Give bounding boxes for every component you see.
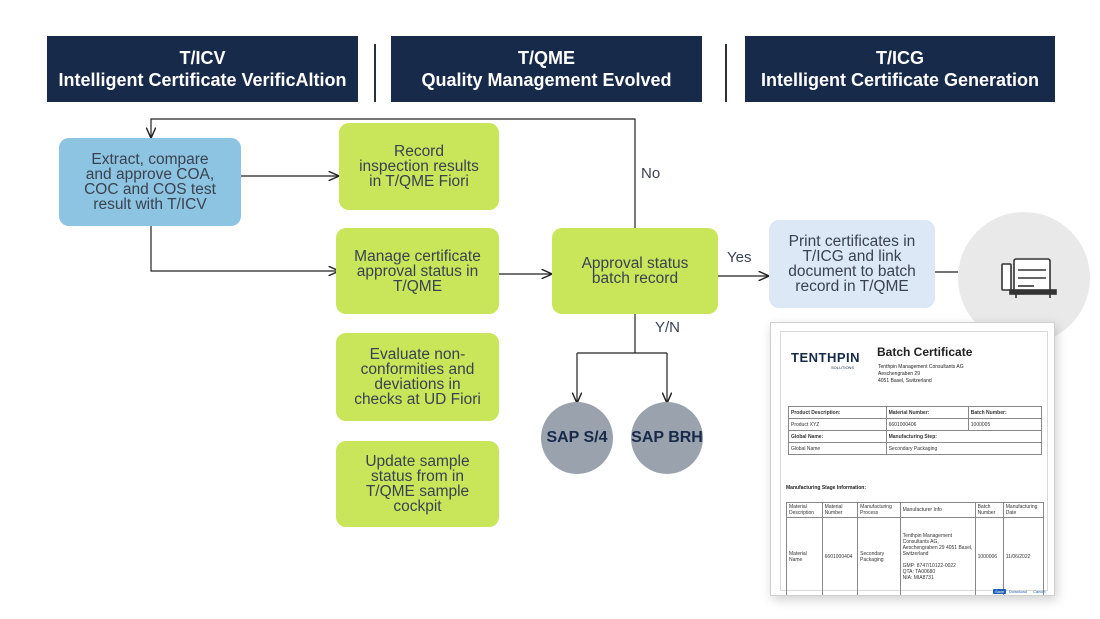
table-cell: Product Description:: [788, 406, 887, 419]
table-cell: Secondary Packaging: [857, 517, 901, 595]
certificate-product-table: Product Description: Material Number: Ba…: [788, 406, 1043, 455]
header-tqme-code: T/QME: [518, 48, 575, 68]
target-sap-brh: SAP BRH: [631, 402, 703, 474]
table-cell: Product XYZ: [788, 418, 887, 431]
step-evaluate-nonconformities: Evaluate non- conformities and deviation…: [336, 333, 499, 421]
table-header-cell: Material Number: [821, 502, 859, 518]
step-extract-compare-approve: Extract, compare and approve COA, COC an…: [59, 138, 241, 226]
header-ticg-code: T/ICG: [876, 48, 924, 68]
table-cell: Tenthpin Management Consultants AG, Aesc…: [899, 517, 976, 595]
printer-icon: [1001, 258, 1057, 298]
certificate-page: TENTHPIN SOLUTIONS Batch Certificate Ten…: [780, 331, 1048, 595]
target-sap-s4: SAP S/4: [541, 402, 613, 474]
header-tqme-name: Quality Management Evolved: [421, 70, 672, 90]
edge-label-yes: Yes: [727, 249, 752, 266]
step-update-sample: Update sample status from in T/QME sampl…: [336, 441, 499, 527]
header-tqme: T/QME Quality Management Evolved: [391, 36, 702, 102]
table-cell: Material Number:: [885, 406, 969, 419]
table-header-cell: Manufacturer Info: [899, 502, 976, 518]
certificate-address-line: 4051 Basel, Switzerland: [878, 378, 932, 384]
table-cell: Manufacturing Step:: [885, 430, 1043, 443]
header-ticv-name: Intelligent Certificate VerificAltion: [58, 70, 347, 90]
table-header-cell: Material Description: [786, 502, 823, 518]
step-record-inspection: Record inspection results in T/QME Fiori: [339, 123, 499, 210]
header-divider: [374, 44, 376, 102]
table-header-cell: Manufacturing Process: [857, 502, 901, 518]
table-cell: 6601000404: [821, 517, 859, 595]
header-divider: [725, 44, 727, 102]
table-cell: Material Name: [786, 517, 823, 595]
table-cell: 1000006: [974, 517, 1004, 595]
step-print-certificates: Print certificates in T/ICG and link doc…: [769, 220, 935, 308]
edge-label-no: No: [641, 165, 661, 182]
tenthpin-logo-sub: SOLUTIONS: [831, 365, 855, 370]
step-approval-status: Approval status batch record: [552, 228, 718, 314]
header-ticv-code: T/ICV: [179, 48, 226, 68]
certificate-title: Batch Certificate: [877, 345, 973, 359]
certificate-address-line: Aeschengraben 29: [878, 371, 920, 377]
certificate-stage-table: Material Description Material Number Man…: [786, 502, 1045, 595]
table-cell: 11/06/2022: [1002, 517, 1045, 595]
download-button[interactable]: Download: [1009, 589, 1027, 594]
table-cell: Global Name: [788, 442, 887, 455]
stage-info-title: Manufacturing Stage Information:: [786, 485, 866, 491]
save-button[interactable]: Save: [993, 589, 1007, 594]
step-manage-approval: Manage certificate approval status in T/…: [336, 228, 499, 314]
edge-label-yn: Y/N: [655, 319, 681, 336]
table-header-cell: Batch Number: [974, 502, 1004, 518]
table-cell: Secondary Packaging: [885, 442, 1043, 455]
header-ticv: T/ICV Intelligent Certificate VerificAlt…: [47, 36, 358, 102]
batch-certificate-preview: TENTHPIN SOLUTIONS Batch Certificate Ten…: [770, 322, 1055, 596]
table-cell: Batch Number:: [967, 406, 1043, 419]
table-cell: Global Name:: [788, 430, 887, 443]
table-header-cell: Manufacturing Date: [1002, 502, 1045, 518]
table-cell: 6601000406: [885, 418, 969, 431]
tenthpin-logo: TENTHPIN: [791, 350, 860, 365]
header-ticg-name: Intelligent Certificate Generation: [760, 70, 1040, 90]
certificate-address-line: Tenthpin Management Consultants AG: [878, 364, 964, 370]
table-cell: 1000005: [967, 418, 1043, 431]
cancel-button[interactable]: Cancel: [1033, 589, 1046, 594]
header-ticg: T/ICG Intelligent Certificate Generation: [745, 36, 1055, 102]
